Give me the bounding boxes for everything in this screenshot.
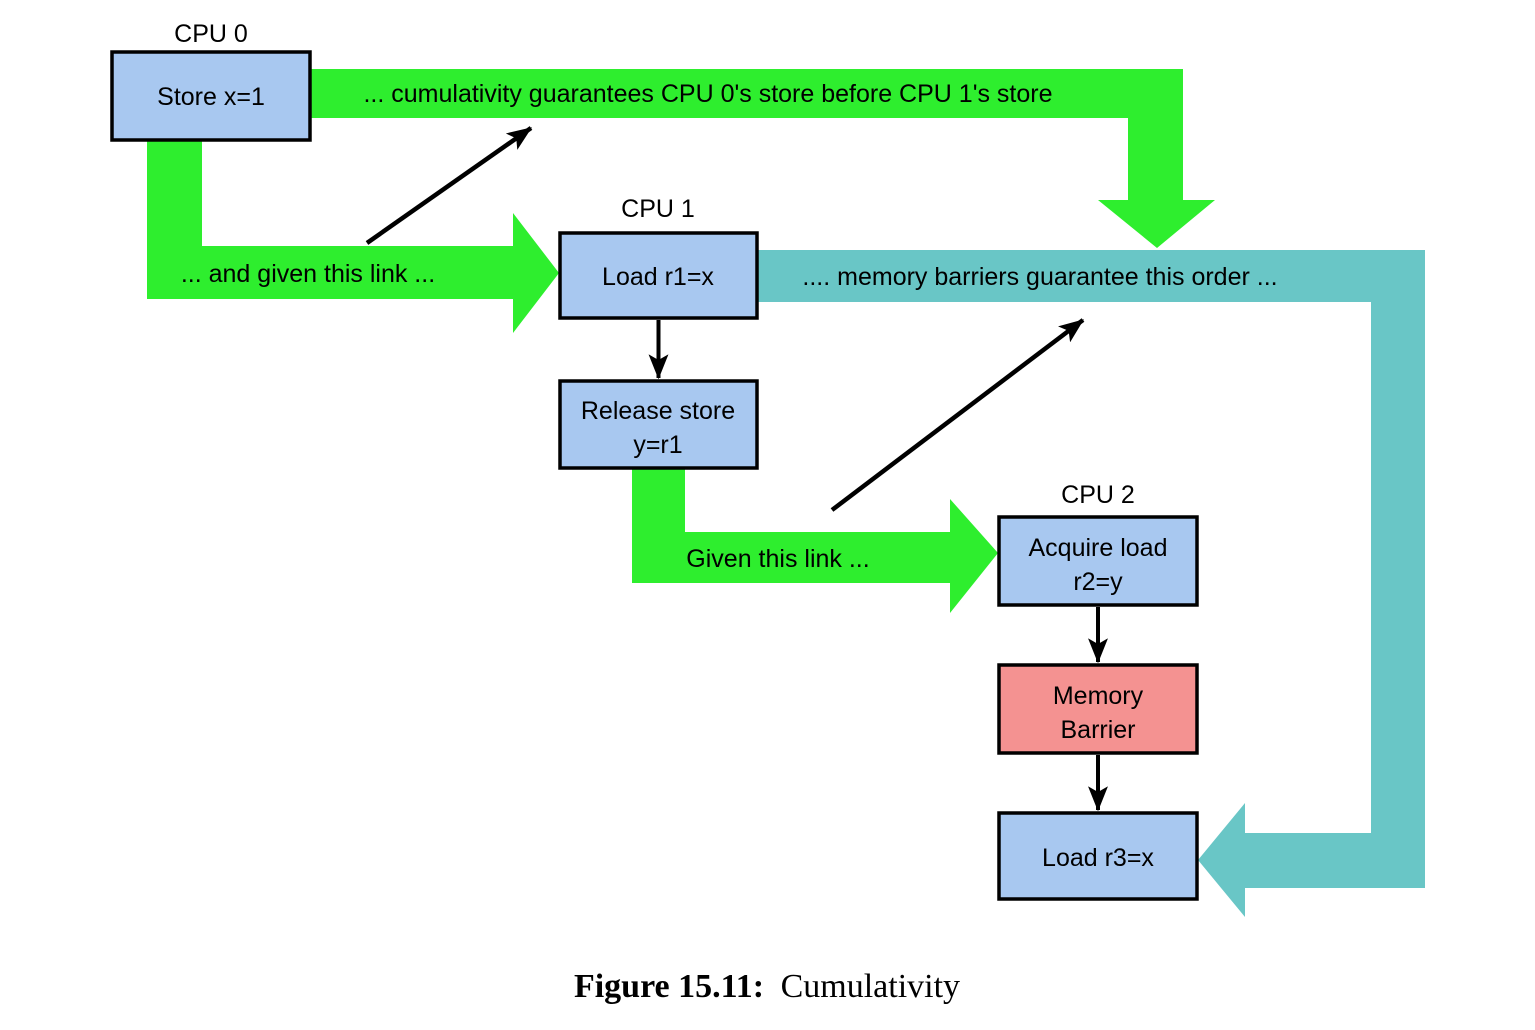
arrow-link-to-cumulativity-band	[365, 126, 533, 245]
memory-barrier-node	[997, 663, 1199, 755]
teal-arrow-memory-barriers	[757, 250, 1425, 917]
acquire-load-node	[997, 515, 1199, 607]
figure-caption-title: Cumulativity	[781, 968, 960, 1005]
cpu0-label: CPU 0	[174, 20, 248, 48]
store-x1-node	[110, 50, 312, 142]
load-r1-node	[558, 231, 759, 320]
figure-caption: Figure 15.11: Cumulativity	[574, 968, 960, 1005]
given-link-annotation: ... and given this link ...	[181, 260, 435, 288]
cpu1-label: CPU 1	[621, 195, 695, 223]
figure-caption-number: Figure 15.11:	[574, 968, 764, 1005]
arrow-link-to-teal-band	[830, 318, 1085, 512]
load-r3-node	[997, 811, 1199, 901]
cumulativity-annotation: ... cumulativity guarantees CPU 0's stor…	[363, 80, 1052, 108]
green-arrow-given-link	[147, 136, 559, 333]
acquire-load-label-line1: Acquire load	[1029, 534, 1168, 562]
memory-barriers-annotation: .... memory barriers guarantee this orde…	[802, 263, 1277, 291]
acquire-load-label-line2: r2=y	[1073, 568, 1123, 596]
green-arrow-given-link2	[632, 466, 998, 613]
given-link2-annotation: Given this link ...	[686, 545, 869, 573]
green-arrow-cumulativity	[310, 69, 1215, 248]
release-store-node	[558, 379, 759, 470]
load-r1-label: Load r1=x	[602, 263, 714, 291]
release-store-label-line2: y=r1	[633, 431, 682, 459]
load-r3-label: Load r3=x	[1042, 844, 1154, 872]
memory-barrier-label-line2: Barrier	[1060, 716, 1135, 744]
store-x1-label: Store x=1	[157, 83, 265, 111]
release-store-label-line1: Release store	[581, 397, 735, 425]
memory-barrier-label-line1: Memory	[1053, 682, 1144, 710]
cpu2-label: CPU 2	[1061, 481, 1135, 509]
